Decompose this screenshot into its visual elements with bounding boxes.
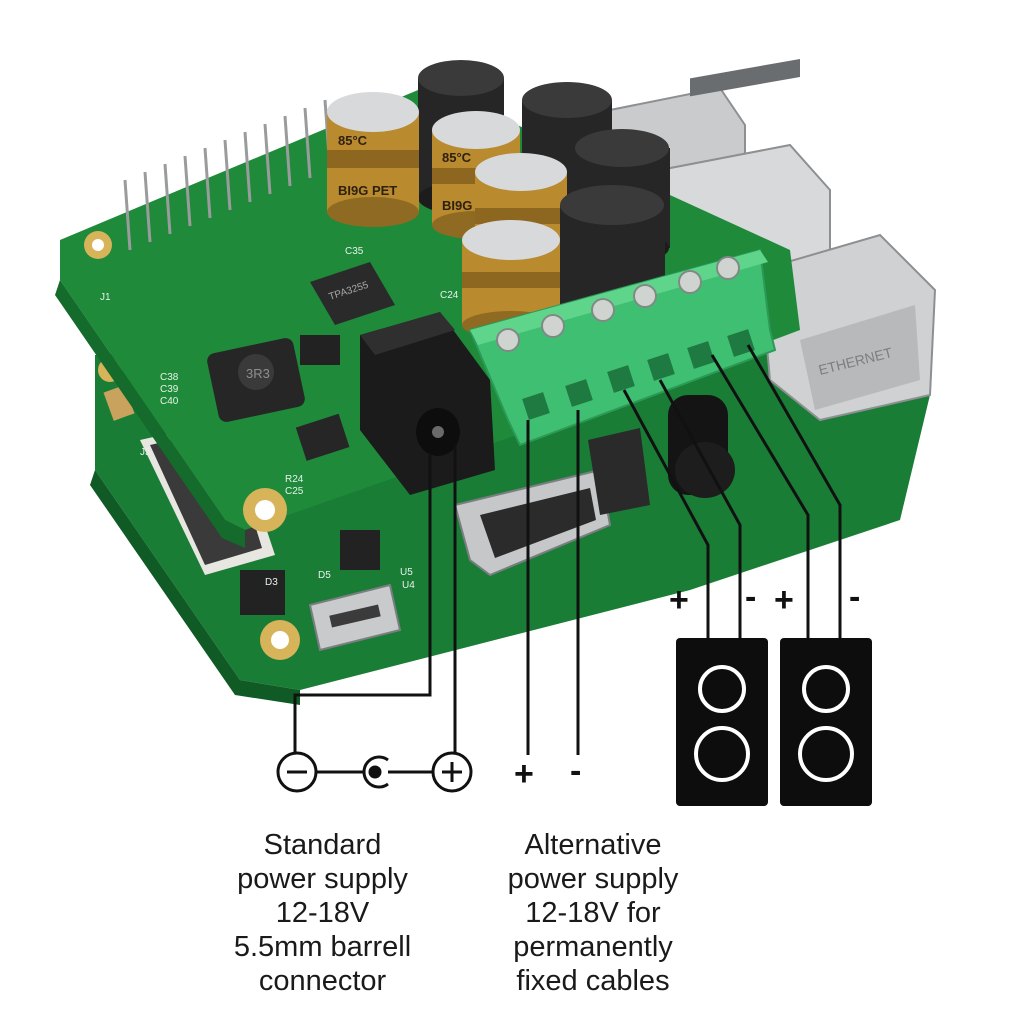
silk-label: J1 xyxy=(100,292,111,303)
silk-label: D5 xyxy=(318,570,331,581)
silk-label: D3 xyxy=(265,577,278,588)
caption-line: 12-18V xyxy=(275,897,370,929)
dc-barrel-jack xyxy=(360,312,495,495)
speaker-left-icon xyxy=(676,638,768,806)
speaker-right-icon xyxy=(780,638,872,806)
inductor-marking: 3R3 xyxy=(246,366,270,381)
alt-supply-plus-label: + xyxy=(514,755,534,793)
silk-label: U5 xyxy=(400,567,413,578)
hdmi-port xyxy=(453,468,612,577)
silk-label: C24 xyxy=(440,290,459,301)
caption-line: 12-18V for xyxy=(525,897,661,929)
caption-line: fixed cables xyxy=(516,965,670,997)
chip xyxy=(295,413,350,461)
capacitor-gold: 85°C BI9G PET xyxy=(327,92,419,227)
speaker-left-plus-label: + xyxy=(669,581,689,619)
speaker-left-minus-label: - xyxy=(745,578,757,616)
inductor: 3R3 xyxy=(207,338,305,422)
silk-label: U4 xyxy=(402,580,415,591)
caption-line: 5.5mm barrell xyxy=(233,931,412,963)
speaker-left-negative-wire xyxy=(658,379,742,640)
caption-line: power supply xyxy=(237,863,408,895)
caption-line: Standard xyxy=(263,829,382,861)
micro-usb-port xyxy=(308,583,402,652)
speaker-right-positive-wire xyxy=(710,354,810,640)
chip xyxy=(340,530,380,570)
alt-supply-minus-label: - xyxy=(570,752,582,790)
speaker-right-negative-wire xyxy=(746,344,842,640)
chip xyxy=(300,335,340,365)
capacitor-marking: BI9G PET xyxy=(338,183,397,198)
alternative-supply-caption: Alternative power supply 12-18V for perm… xyxy=(478,828,708,998)
ethernet-port: ETHERNET xyxy=(758,233,937,422)
amplifier-ic: TPA3255 xyxy=(310,262,395,325)
barrel-polarity-symbol xyxy=(276,751,473,793)
silk-label: C35 xyxy=(345,246,364,257)
chip xyxy=(240,570,285,615)
screw-terminal-block xyxy=(468,248,777,447)
camera-connector xyxy=(588,428,650,515)
silk-label: C40 xyxy=(160,396,179,407)
silk-label: J5 xyxy=(140,447,151,458)
speaker-right-plus-label: + xyxy=(774,581,794,619)
caption-line: connector xyxy=(258,965,387,997)
silk-label: C25 xyxy=(285,486,304,497)
barrel-negative-wire xyxy=(293,455,432,755)
speaker-right-minus-label: - xyxy=(849,578,861,616)
wiring xyxy=(293,344,842,757)
silk-label: C38 xyxy=(160,372,179,383)
silk-label: R24 xyxy=(285,474,304,485)
capacitor-marking: 85°C xyxy=(442,150,472,165)
caption-line: permanently xyxy=(513,931,673,963)
standard-supply-caption: Standard power supply 12-18V 5.5mm barre… xyxy=(200,828,445,998)
capacitor-marking: 85°C xyxy=(338,133,368,148)
silk-label: C39 xyxy=(160,384,179,395)
speaker-left-positive-wire xyxy=(622,389,710,640)
caption-line: power supply xyxy=(507,863,679,895)
amplifier-hat-board: TPA3255 3R3 C35 C38 C39 C40 C24 R24 C25 … xyxy=(55,60,800,591)
caption-line: Alternative xyxy=(524,829,662,861)
